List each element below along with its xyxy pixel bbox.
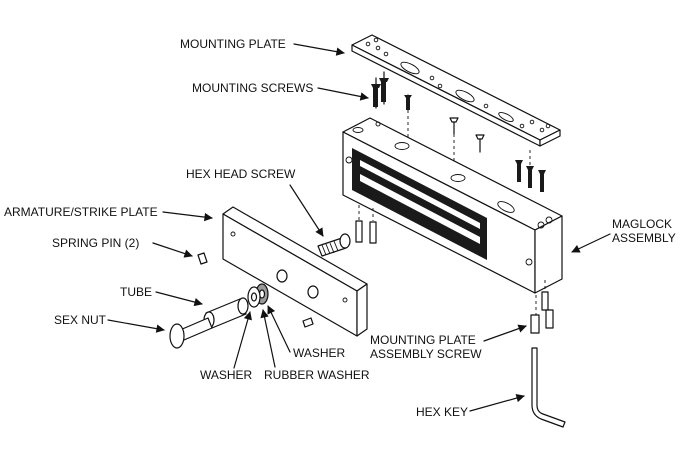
svg-text:HEX HEAD SCREW: HEX HEAD SCREW [186,167,296,181]
label-spring-pin: SPRING PIN (2) [52,236,193,258]
svg-text:SEX NUT: SEX NUT [54,313,107,327]
svg-text:RUBBER WASHER: RUBBER WASHER [264,368,370,382]
svg-text:WASHER: WASHER [200,368,253,382]
label-washer-right: WASHER [267,305,346,360]
svg-text:MOUNTING PLATE: MOUNTING PLATE [180,37,286,51]
svg-text:TUBE: TUBE [120,285,152,299]
armature-strike-plate [222,206,368,337]
label-rubber-washer: RUBBER WASHER [260,309,370,382]
svg-text:ASSEMBLY: ASSEMBLY [612,231,676,245]
svg-text:MAGLOCK: MAGLOCK [612,217,672,231]
tube-washers-nut [169,283,269,349]
svg-text:MOUNTING SCREWS: MOUNTING SCREWS [192,81,313,95]
mounting-screws [371,71,546,192]
label-sex-nut: SEX NUT [54,313,165,333]
label-mounting-screws: MOUNTING SCREWS [192,81,369,101]
svg-text:WASHER: WASHER [293,346,346,360]
svg-text:SPRING PIN (2): SPRING PIN (2) [52,236,139,250]
label-tube: TUBE [120,285,203,307]
hex-key [531,347,566,428]
svg-text:ASSEMBLY SCREW: ASSEMBLY SCREW [370,347,482,361]
label-mounting-plate: MOUNTING PLATE [180,37,345,56]
maglock-assembly [342,117,563,315]
label-hex-key: HEX KEY [416,393,525,419]
label-mounting-plate-assembly-screw: MOUNTING PLATE ASSEMBLY SCREW [370,324,527,361]
spring-pins [197,252,314,328]
label-washer-left: WASHER [200,311,253,382]
label-maglock-assembly: MAGLOCK ASSEMBLY [571,217,676,253]
svg-text:HEX KEY: HEX KEY [416,405,468,419]
mounting-plate [351,34,561,147]
mounting-plate-assembly-screws [530,309,554,334]
svg-text:ARMATURE/STRIKE PLATE: ARMATURE/STRIKE PLATE [4,205,158,219]
label-hex-head-screw: HEX HEAD SCREW [186,167,324,237]
label-armature-strike-plate: ARMATURE/STRIKE PLATE [4,205,213,222]
svg-text:MOUNTING PLATE: MOUNTING PLATE [370,333,476,347]
hex-head-screw [317,233,351,257]
